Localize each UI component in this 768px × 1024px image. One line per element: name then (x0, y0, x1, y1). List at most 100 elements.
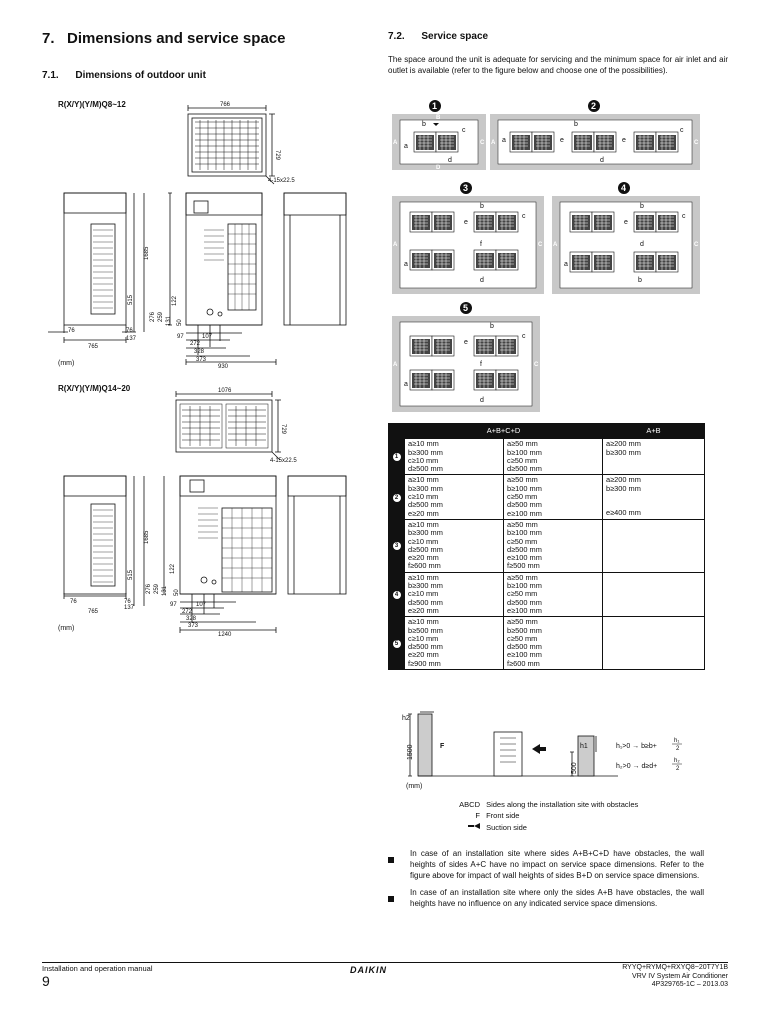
dim-label-d: d (600, 157, 604, 164)
table-cell-line: e≥100 mm (507, 650, 542, 660)
dim-top-width: 766 (220, 102, 231, 108)
wall-height-figure: h2 h1 1500 500 F (mm) h₁>0 → b≥b+ h₁ 2 h… (402, 711, 682, 790)
footer-right-text: RYYQ+RYMQ+RXYQ8~20T7Y1B VRV IV System Ai… (622, 964, 728, 990)
dim-label-a: a (502, 137, 506, 144)
table-cell-line: c≥50 mm (507, 633, 538, 643)
dim-label-a: a (564, 261, 568, 268)
dim-131: 131 (162, 585, 168, 596)
option-number: 1 (388, 438, 405, 476)
dim-1240: 1240 (218, 632, 232, 638)
outdoor-unit-drawing-2: 1076 729 4-15x22.5 1685 515 76 76 765 13… (63, 388, 347, 638)
side-label-A: A (393, 362, 398, 368)
subsection-heading-dimensions: 7.1. Dimensions of outdoor unit (42, 70, 206, 81)
legend: ABCD Sides along the installation site w… (440, 800, 638, 833)
dim-height: 1685 (144, 530, 150, 544)
side-label-B: B (436, 115, 441, 121)
table-cell-line: e≥100 mm (507, 605, 542, 615)
label-1500: 1500 (407, 744, 414, 760)
dim-373: 373 (188, 623, 199, 629)
label-500: 500 (571, 762, 578, 774)
table-cell-line: a≥50 mm (507, 439, 538, 449)
table-cell-line: d≥500 mm (408, 597, 443, 607)
dim-label-a: a (404, 261, 408, 268)
table-cell-line: a≥50 mm (507, 475, 538, 485)
table-cell-line: b≥500 mm (507, 625, 542, 635)
table-cell-line: e≥400 mm (606, 508, 641, 518)
dim-76a: 76 (68, 328, 75, 334)
subsection-heading-service: 7.2. Service space (388, 31, 488, 42)
dim-76a: 76 (70, 599, 77, 605)
table-cell-line: d≥500 mm (507, 597, 542, 607)
dim-label-e: e (622, 137, 626, 144)
suction-arrow-icon (468, 823, 480, 829)
svg-text:4: 4 (621, 183, 626, 193)
dim-label-f: f (480, 361, 482, 368)
table-cell-line: a≥10 mm (408, 617, 439, 627)
dim-label-c: c (462, 127, 466, 134)
option-number-icon: 1 (392, 453, 401, 462)
table-cell-line: c≥50 mm (507, 455, 538, 465)
dim-328: 328 (186, 616, 197, 622)
option-number-icon: 4 (392, 590, 401, 599)
footer-left-text: Installation and operation manual (42, 964, 153, 973)
service-figure-2 (490, 114, 700, 170)
side-label-A: A (393, 140, 398, 146)
dim-765: 765 (88, 344, 99, 350)
dim-259: 259 (158, 311, 164, 322)
table-cell-line: b≥300 mm (408, 483, 443, 493)
dim-label-b: b (640, 203, 644, 210)
label-h1: h1 (580, 743, 588, 750)
subsection-number: 7.1. (42, 70, 59, 81)
formula-1-num: h₁ (674, 738, 679, 744)
table-cell-line: d≥500 mm (408, 500, 443, 510)
table-cell-line: a≥50 mm (507, 519, 538, 529)
table-cell-line: a≥200 mm (606, 439, 641, 449)
table-cell-line: d≥500 mm (507, 500, 542, 510)
svg-text:5: 5 (463, 303, 468, 313)
table-cell-line: f≥600 mm (507, 658, 540, 668)
table-cell-line: a≥10 mm (408, 572, 439, 582)
dim-height: 1685 (144, 246, 150, 260)
outdoor-unit-drawing-1: 766 729 4-15x22.5 1685 515 76 76 765 137… (48, 102, 347, 370)
figure-number-1: 1 (429, 100, 441, 112)
note-1: In case of an installation site where si… (388, 848, 704, 881)
table-cell-line: d≥500 mm (408, 464, 443, 474)
table-cell-line: d≥500 mm (408, 544, 443, 554)
svg-text:3: 3 (463, 183, 468, 193)
option-number: 2 (388, 474, 405, 520)
dim-122: 122 (170, 563, 176, 574)
footer-product: VRV IV System Air Conditioner (632, 972, 728, 980)
legend-key: ABCD (459, 800, 480, 809)
dim-131: 131 (166, 315, 172, 326)
table-cell-line: c≥50 mm (507, 589, 538, 599)
subsection-title: Dimensions of outdoor unit (75, 70, 206, 81)
dim-137: 137 (124, 605, 135, 611)
dim-label-c: c (682, 213, 686, 220)
legend-text: Front side (486, 811, 520, 820)
table-cell-line: b≥500 mm (408, 625, 443, 635)
label-h2: h2 (402, 715, 410, 722)
dim-97: 97 (170, 602, 177, 608)
table-cell-line: b≥100 mm (507, 447, 542, 457)
svg-text:1: 1 (432, 101, 437, 111)
dim-hole: 4-15x22.5 (270, 458, 297, 464)
dim-label-d: d (480, 277, 484, 284)
table-cell-line: f≥500 mm (507, 561, 540, 571)
table-cell-line: a≥10 mm (408, 439, 439, 449)
legend-text: Suction side (486, 823, 527, 832)
table-cell-line: e≥100 mm (507, 508, 542, 518)
table-cell-line (606, 493, 701, 501)
table-cell-line: c≥10 mm (408, 633, 439, 643)
unit-mm-2: (mm) (58, 625, 75, 632)
